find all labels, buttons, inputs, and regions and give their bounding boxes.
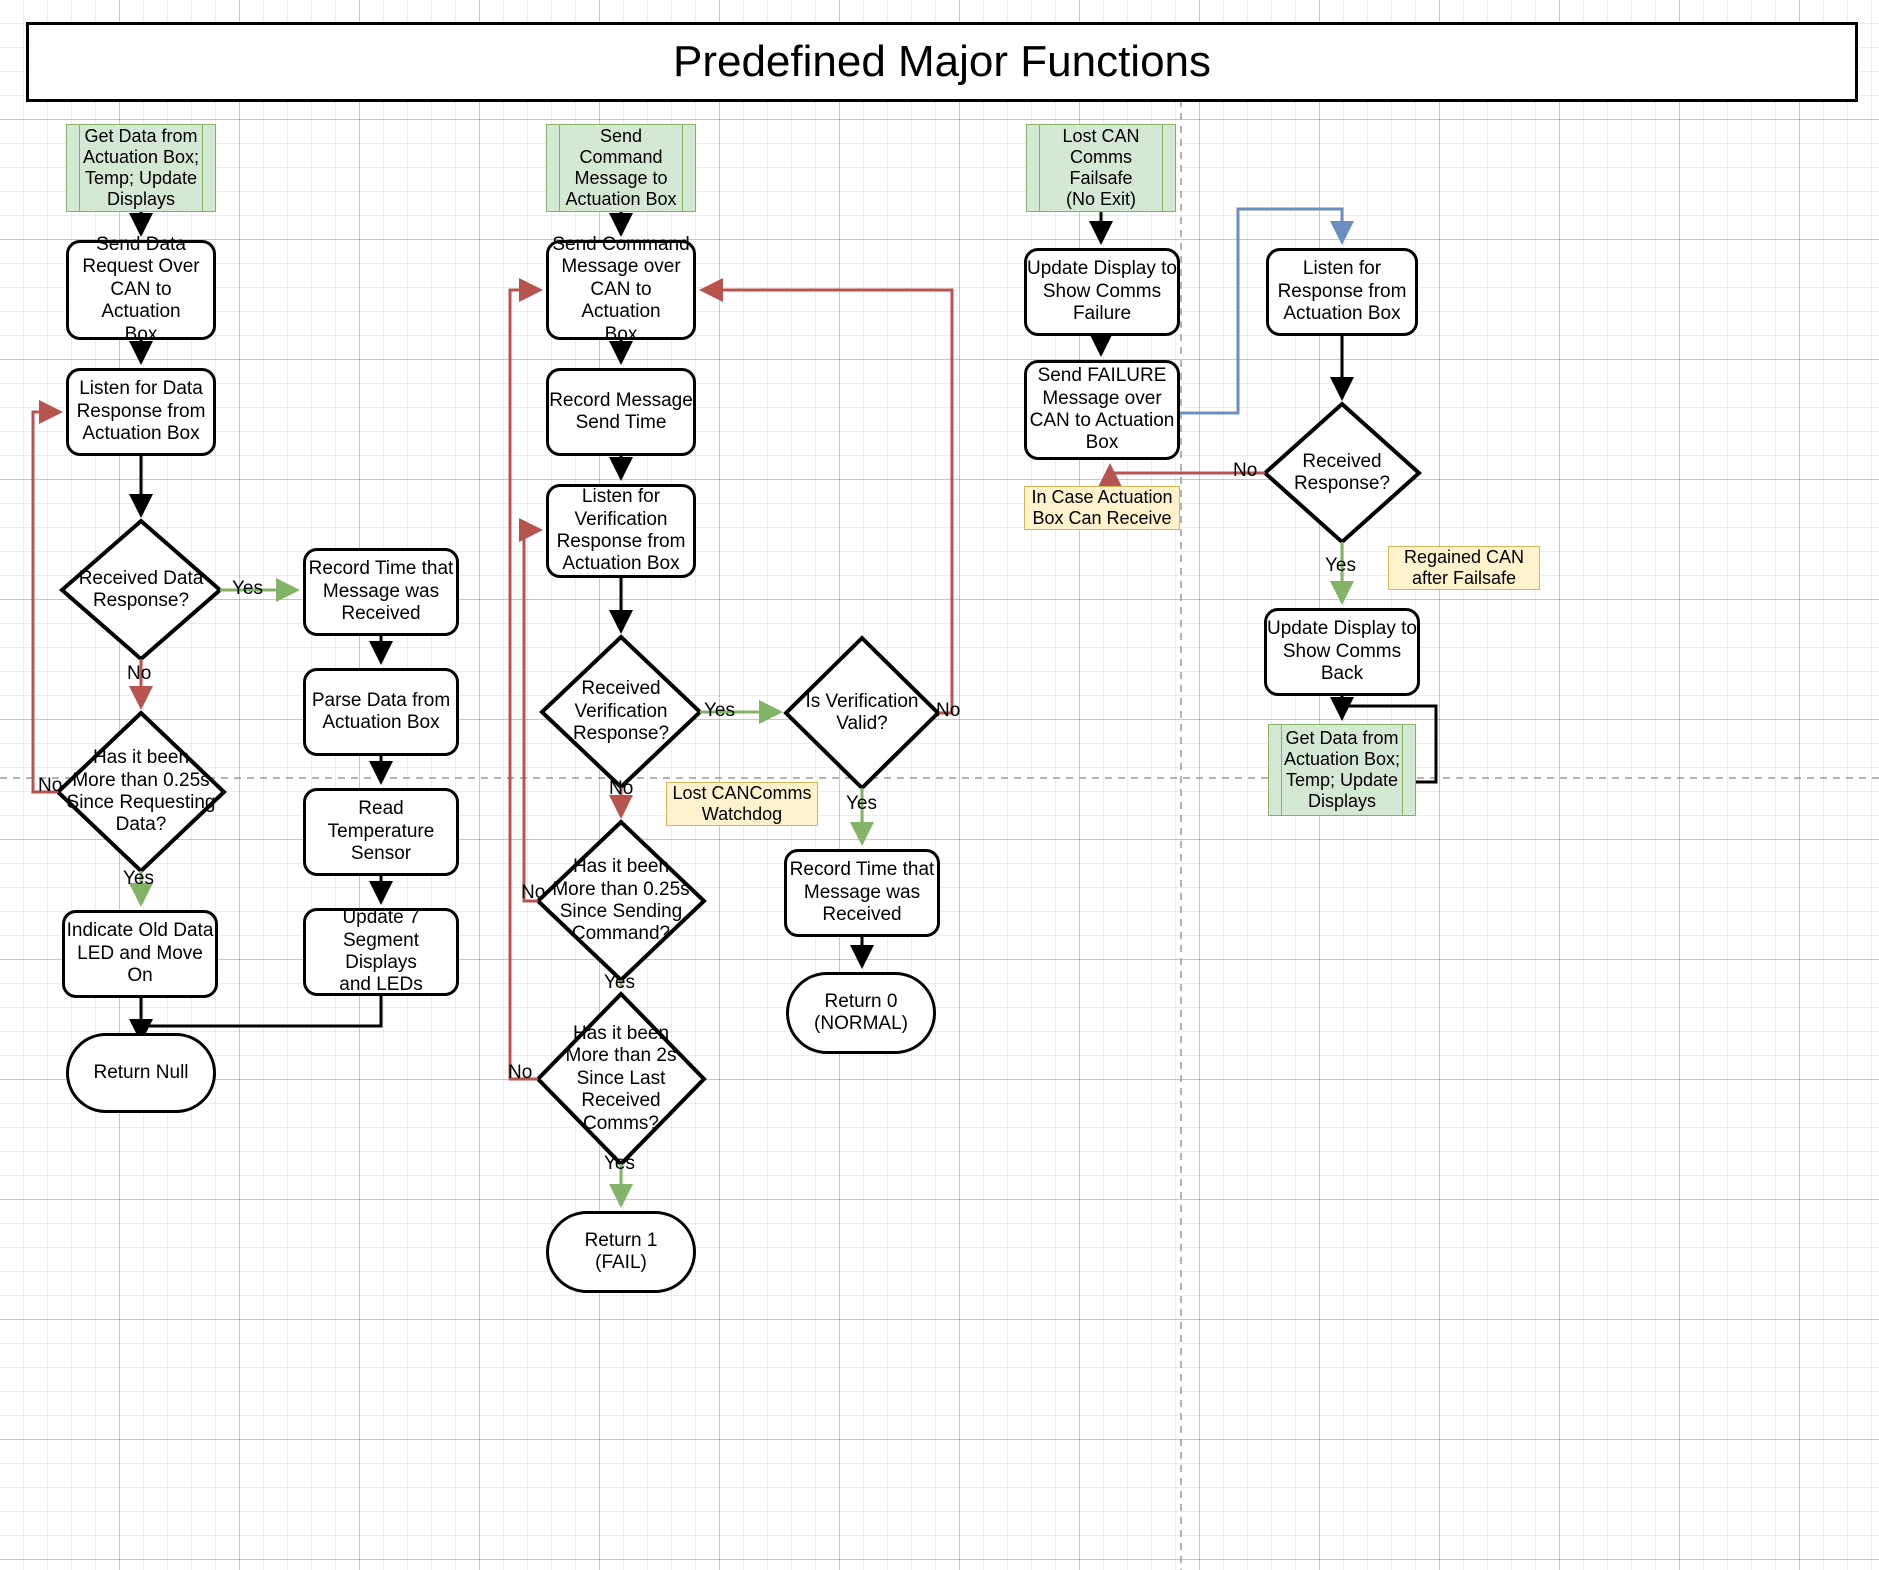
edge-label-no: No [936, 700, 961, 721]
node-return-1-fail[interactable]: Return 1(FAIL) [546, 1211, 696, 1293]
page-title: Predefined Major Functions [26, 22, 1858, 102]
node-text: Return 1(FAIL) [584, 1229, 658, 1273]
edge-label-no: No [609, 778, 634, 799]
page-title-text: Predefined Major Functions [672, 37, 1212, 86]
node-return-null[interactable]: Return Null [66, 1033, 216, 1113]
edge-label-yes: Yes [604, 972, 635, 993]
node-text: Return 0(NORMAL) [814, 990, 908, 1034]
edge-label-yes: Yes [123, 868, 154, 889]
edge-label-no: No [1233, 460, 1258, 481]
edge-label-yes: Yes [232, 578, 263, 599]
node-text: Return Null [93, 1061, 189, 1083]
edge-label-yes: Yes [604, 1153, 635, 1174]
edge-label-yes: Yes [1325, 555, 1356, 576]
edge-label-no: No [38, 775, 63, 796]
edge-label-no: No [508, 1062, 533, 1083]
edge-label-yes: Yes [704, 700, 735, 721]
edge-label-no: No [127, 663, 152, 684]
node-return-0-normal[interactable]: Return 0(NORMAL) [786, 972, 936, 1054]
edge-label-yes: Yes [846, 793, 877, 814]
edge-label-no: No [521, 882, 546, 903]
